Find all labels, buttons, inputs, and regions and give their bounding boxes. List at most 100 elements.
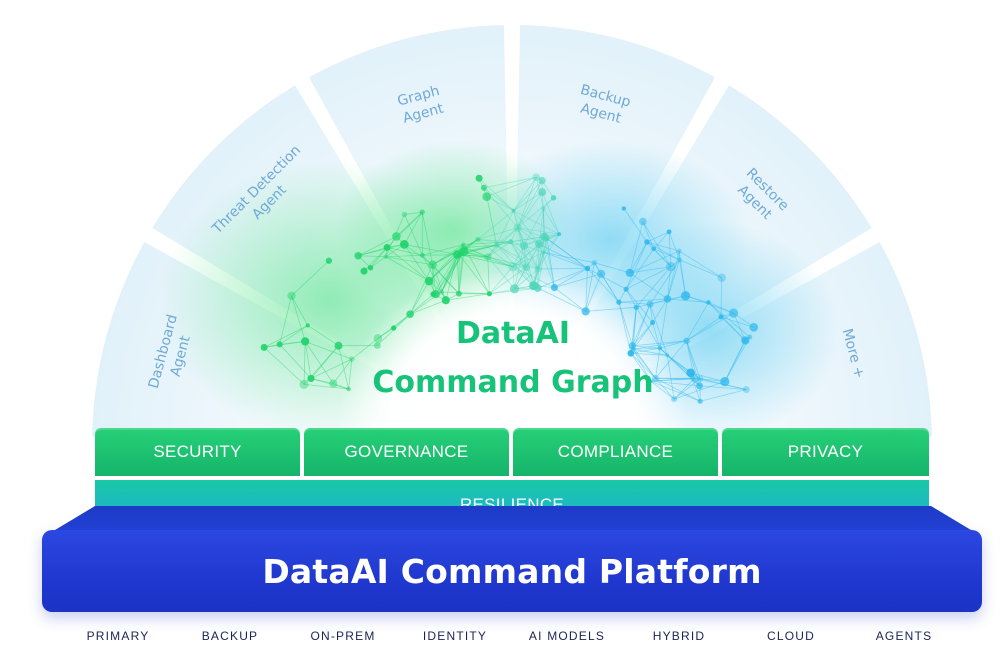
network-edge	[667, 298, 709, 303]
network-edge	[348, 359, 353, 390]
graph-title: DataAI Command Graph	[372, 316, 653, 400]
network-edge	[422, 254, 460, 294]
network-edge	[653, 248, 672, 267]
network-edge	[632, 348, 656, 379]
network-node	[260, 343, 268, 351]
network-edge	[304, 341, 334, 384]
network-edge	[666, 355, 700, 387]
network-edge	[650, 380, 700, 387]
network-edge	[636, 295, 686, 308]
network-edge	[487, 256, 527, 268]
network-edge	[396, 211, 423, 237]
network-edge	[510, 241, 527, 268]
network-node	[683, 337, 690, 345]
network-edge	[514, 245, 525, 289]
pillar-security: SECURITY	[95, 428, 300, 476]
network-edge	[632, 304, 651, 350]
network-edge	[633, 348, 668, 356]
network-node	[596, 269, 606, 279]
network-edge	[652, 298, 668, 323]
network-node	[299, 379, 309, 389]
network-edge	[541, 191, 560, 235]
network-node	[584, 265, 591, 272]
network-edge	[679, 250, 722, 279]
network-node	[718, 314, 724, 320]
network-node	[663, 295, 672, 303]
network-edge	[649, 259, 680, 305]
network-node	[484, 253, 492, 261]
network-node	[486, 291, 492, 297]
network-edge	[708, 302, 746, 342]
network-edge	[667, 259, 680, 300]
network-edge	[659, 347, 700, 387]
network-node	[300, 337, 310, 346]
network-edge	[404, 244, 430, 282]
network-edge	[633, 340, 687, 350]
network-node	[538, 176, 546, 185]
network-edge	[264, 341, 306, 348]
network-edge	[618, 301, 651, 305]
network-edge	[635, 307, 661, 349]
network-edge	[477, 227, 518, 240]
network-edge	[393, 293, 434, 329]
network-node	[623, 286, 629, 292]
source-label: AI MODELS	[528, 629, 606, 643]
network-node	[728, 308, 739, 318]
source-label: AGENTS	[875, 629, 933, 643]
network-edge	[546, 238, 555, 288]
network-node	[625, 268, 634, 278]
network-edge	[304, 341, 312, 379]
network-edge	[477, 238, 524, 246]
network-edge	[667, 354, 701, 379]
network-edge	[478, 177, 514, 211]
network-edge	[517, 177, 537, 228]
network-node	[441, 296, 450, 305]
network-edge	[514, 268, 539, 290]
network-edge	[632, 340, 687, 347]
network-edge	[537, 252, 545, 270]
network-node	[671, 396, 678, 403]
graph-title-line1: DataAI	[456, 316, 570, 351]
network-node	[522, 263, 531, 272]
network-edge	[708, 302, 751, 338]
network-node	[676, 248, 682, 254]
network-node	[639, 217, 647, 226]
network-edge	[370, 247, 388, 268]
network-node	[349, 356, 355, 362]
network-node	[494, 242, 500, 248]
network-edge	[632, 322, 653, 350]
network-edge	[700, 389, 747, 402]
network-edge	[358, 247, 388, 257]
network-edge	[517, 191, 543, 229]
network-edge	[629, 272, 668, 300]
network-node	[652, 374, 659, 382]
network-edge	[543, 208, 560, 235]
network-edge	[720, 316, 746, 342]
network-edge	[409, 264, 434, 315]
network-node	[697, 398, 703, 404]
network-edge	[632, 345, 660, 349]
network-node	[633, 304, 640, 310]
network-edge	[544, 236, 555, 288]
network-node	[360, 267, 368, 275]
network-edge	[686, 312, 734, 342]
network-edge	[632, 345, 656, 379]
network-node	[287, 291, 296, 300]
network-edge	[523, 208, 544, 246]
network-node	[383, 243, 391, 251]
network-edge	[659, 298, 668, 349]
network-edge	[543, 233, 560, 253]
network-edge	[533, 238, 548, 286]
network-node	[509, 284, 520, 294]
network-edge	[533, 244, 540, 286]
network-edge	[720, 316, 754, 328]
network-edge	[358, 244, 405, 257]
network-edge	[279, 341, 306, 345]
network-edge	[432, 247, 466, 266]
network-edge	[517, 227, 540, 245]
network-node	[742, 386, 750, 393]
network-node	[541, 206, 546, 211]
network-edge	[538, 243, 588, 269]
network-node	[657, 345, 663, 351]
network-edge	[625, 241, 648, 290]
